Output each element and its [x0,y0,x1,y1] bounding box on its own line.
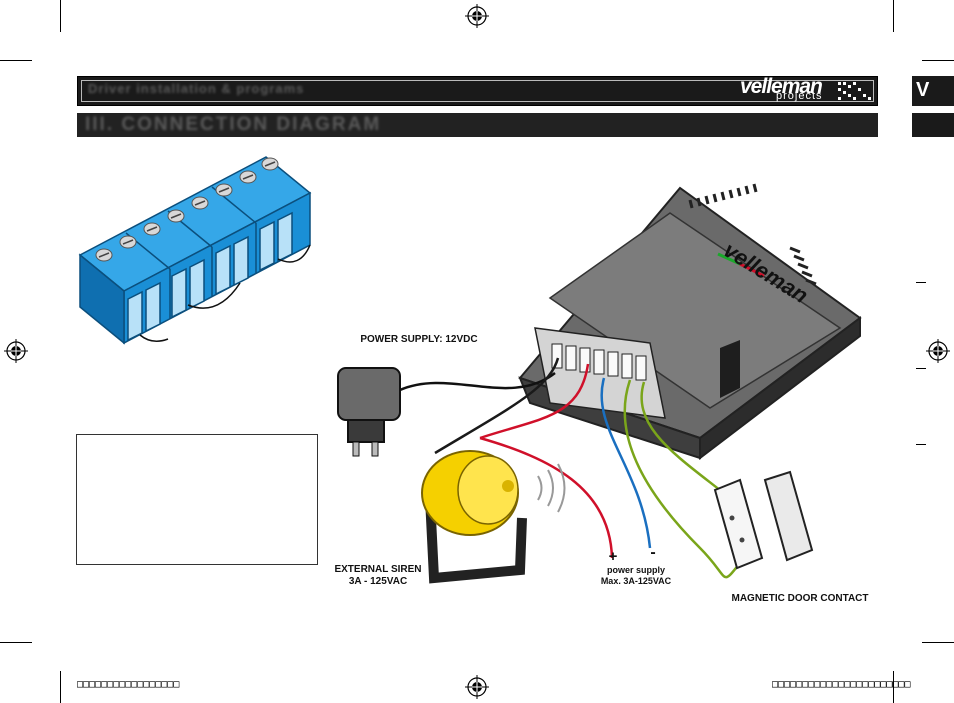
label-power-supply: POWER SUPPLY: 12VDC [360,334,478,345]
label-psu-rating: Max. 3A-125VAC [600,576,672,586]
registration-mark-icon [465,4,489,28]
alarm-controller-case [518,183,862,461]
notes-box [76,434,318,565]
trim-mark [60,671,61,703]
trim-mark [893,671,894,703]
label-plus: + [608,548,618,565]
label-siren-rating: 3A - 125VAC [348,576,408,587]
next-page-section-fragment [912,113,954,137]
trim-mark [922,60,954,61]
registration-mark-icon [465,675,489,699]
label-minus: - [650,544,656,561]
header-title: Driver installation & programs [88,81,305,96]
section-title: III. CONNECTION DIAGRAM [85,114,382,135]
label-psu-name: power supply [606,565,665,575]
brand-logo: velleman [740,75,823,98]
terminal-block-illustration [78,156,312,345]
next-page-header-fragment: V [912,76,954,106]
label-siren-name: EXTERNAL SIREN [334,564,422,575]
brand-pixel-icon [838,82,871,100]
header-frame [81,80,874,102]
door-contact-icon [713,470,814,570]
page-header: Driver installation & programs velleman … [77,75,878,106]
next-page-dash [916,368,926,369]
label-door-contact: MAGNETIC DOOR CONTACT [731,593,869,604]
registration-mark-icon [4,339,28,363]
next-page-dash [916,444,926,445]
power-adapter-icon [337,367,401,457]
trim-mark [0,60,32,61]
trim-mark [922,642,954,643]
section-header: III. CONNECTION DIAGRAM [77,113,878,137]
trim-mark [60,0,61,32]
registration-mark-icon [926,339,950,363]
footer-right: □□□□□□□□□□□□□□□□□□□□□□□ [772,679,911,690]
trim-mark [893,0,894,32]
siren-icon [421,450,566,584]
connection-diagram: velleman [337,183,862,584]
brand-logo-sub: projects [776,90,823,102]
next-page-dash [916,282,926,283]
trim-mark [0,642,32,643]
footer-left: □□□□□□□□□□□□□□□□□ [77,679,180,690]
